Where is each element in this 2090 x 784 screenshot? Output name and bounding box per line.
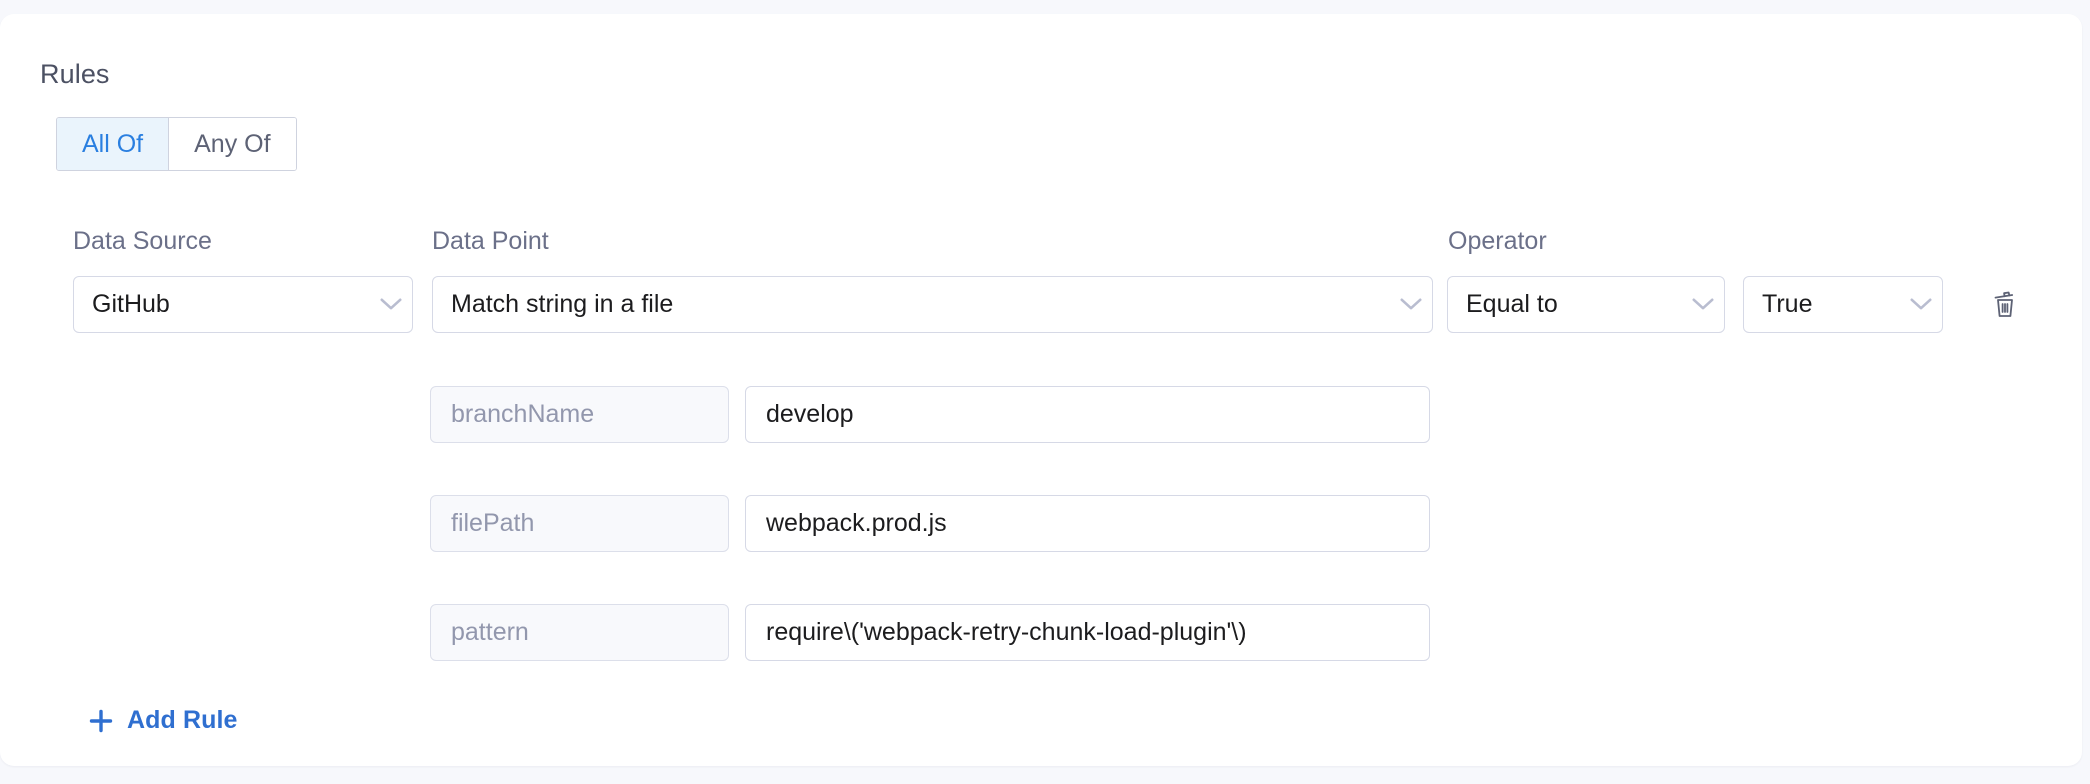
parameter-value-input-1[interactable]: webpack.prod.js (745, 495, 1430, 552)
operator-column-label: Operator (1448, 227, 1547, 255)
add-rule-button[interactable]: Add Rule (88, 706, 238, 735)
parameter-row: branchName develop (430, 386, 1430, 443)
parameter-row: pattern require\('webpack-retry-chunk-lo… (430, 604, 1430, 661)
add-rule-label: Add Rule (127, 706, 238, 734)
match-type-toggle-group: All Of Any Of (56, 117, 297, 171)
parameter-key-2: pattern (430, 604, 729, 661)
parameter-row: filePath webpack.prod.js (430, 495, 1430, 552)
chevron-down-icon (1900, 298, 1942, 311)
operator-value: Equal to (1466, 290, 1558, 318)
trash-icon (1988, 287, 2022, 324)
data-point-column-label: Data Point (432, 227, 549, 255)
parameter-key-0: branchName (430, 386, 729, 443)
data-source-value: GitHub (92, 290, 170, 318)
operator-value-text: True (1762, 290, 1813, 318)
data-point-select[interactable]: Match string in a file (432, 276, 1433, 333)
toggle-any-of[interactable]: Any Of (169, 118, 296, 170)
data-point-value: Match string in a file (451, 290, 674, 318)
operator-select[interactable]: Equal to (1447, 276, 1725, 333)
plus-icon (88, 708, 114, 734)
parameter-value-input-2[interactable]: require\('webpack-retry-chunk-load-plugi… (745, 604, 1430, 661)
rules-card: Rules All Of Any Of Data Source Data Poi… (0, 14, 2082, 766)
chevron-down-icon (1390, 298, 1432, 311)
delete-rule-button[interactable] (1982, 282, 2028, 328)
parameter-key-1: filePath (430, 495, 729, 552)
chevron-down-icon (1682, 298, 1724, 311)
chevron-down-icon (370, 298, 412, 311)
operator-value-select[interactable]: True (1743, 276, 1943, 333)
page-title: Rules (40, 59, 110, 89)
parameter-value-input-0[interactable]: develop (745, 386, 1430, 443)
data-source-column-label: Data Source (73, 227, 212, 255)
toggle-all-of[interactable]: All Of (57, 118, 170, 170)
data-source-select[interactable]: GitHub (73, 276, 413, 333)
